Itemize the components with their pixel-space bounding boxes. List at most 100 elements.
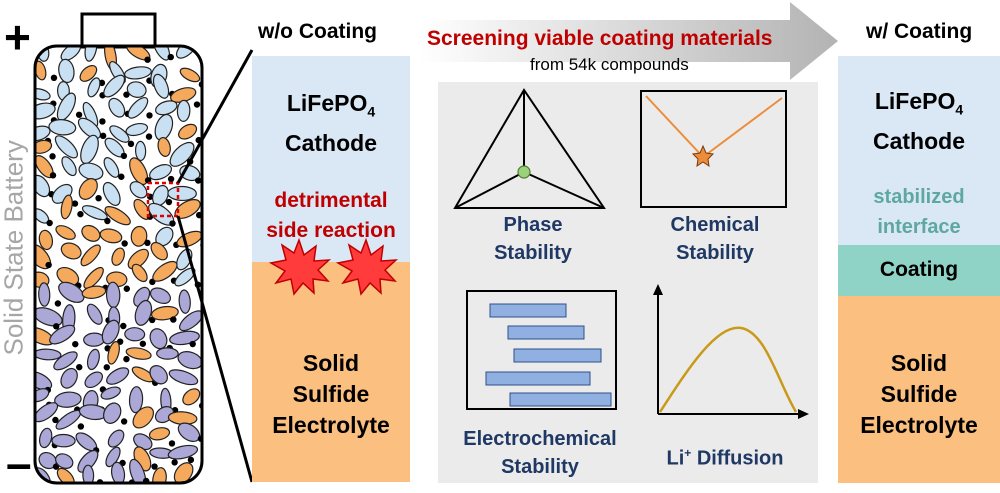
battery-particle: [124, 327, 146, 342]
voltage-window-bar: [513, 348, 602, 363]
battery-particle: [35, 139, 53, 154]
battery-particle: [129, 181, 148, 199]
battery-conductive-dot: [104, 217, 111, 225]
battery-particle: [149, 164, 173, 181]
battery-conductive-dot: [146, 112, 153, 119]
battery-particle: [81, 224, 101, 242]
battery-conductive-dot: [95, 194, 102, 202]
battery-illustration: [33, 12, 204, 485]
battery-conductive-dot: [76, 363, 83, 371]
battery-particle: [167, 185, 197, 202]
battery-particle: [168, 369, 199, 386]
battery-conductive-dot: [170, 316, 177, 323]
battery-particle: [107, 429, 125, 448]
battery-casing: [33, 44, 204, 485]
electrochemical-stability-diagram: [466, 290, 617, 410]
battery-conductive-dot: [120, 152, 128, 160]
battery-conductive-dot: [123, 285, 131, 292]
battery-particle: [53, 351, 78, 371]
positive-terminal-sign: +: [4, 11, 31, 63]
battery-particle: [54, 135, 79, 159]
battery-conductive-dot: [189, 340, 196, 348]
battery-particle: [182, 388, 201, 406]
battery-conductive-dot: [49, 153, 56, 160]
battery-particle: [102, 181, 121, 206]
battery-particle: [178, 123, 198, 140]
battery-particle: [83, 266, 104, 289]
battery-particle: [103, 74, 126, 98]
battery-particle: [149, 287, 172, 305]
stable-phase-point: [517, 165, 531, 179]
battery-conductive-dot: [77, 423, 85, 430]
battery-particle: [77, 449, 99, 473]
battery-particle: [35, 402, 59, 423]
side-reaction-label: detrimental side reaction: [266, 189, 396, 242]
burst-icon: [335, 237, 399, 296]
with-coating-header: w/ Coating: [866, 20, 973, 43]
li-diffusion-label: Li+ Diffusion: [666, 446, 784, 470]
battery-conductive-dot: [167, 175, 175, 183]
battery-conductive-dot: [171, 459, 178, 466]
battery-conductive-dot: [75, 111, 83, 118]
battery-conductive-dot: [151, 463, 158, 470]
battery-particle: [178, 289, 191, 314]
chemical-stability-diagram: [640, 90, 787, 208]
battery-conductive-dot: [168, 440, 176, 447]
side-reaction-bursts: [268, 237, 399, 296]
zoom-lines: [176, 49, 254, 483]
battery-particle: [51, 433, 76, 448]
battery-particle: [109, 125, 130, 143]
star-icon: [691, 144, 715, 168]
voltage-window-bar: [489, 303, 567, 318]
battery-conductive-dot: [144, 56, 151, 63]
battery-particle: [60, 367, 78, 389]
electrolyte-label-coated: Solid Sulfide Electrolyte: [860, 350, 978, 438]
battery-particle: [35, 307, 63, 327]
battery-particle: [38, 229, 54, 251]
battery-conductive-dot: [46, 219, 53, 227]
battery-conductive-dot: [72, 340, 79, 348]
battery-particle: [99, 228, 123, 244]
screening-title: Screening viable coating materials: [427, 27, 773, 50]
battery-particle: [129, 458, 147, 483]
battery-conductive-dot: [139, 340, 147, 347]
battery-particle: [86, 303, 103, 325]
battery-particle: [124, 66, 152, 80]
battery-particle: [48, 119, 77, 136]
battery-conductive-dot: [99, 132, 107, 140]
screening-subtitle: from 54k compounds: [530, 55, 689, 74]
battery-particle: [167, 444, 199, 460]
battery-conductive-dot: [169, 220, 176, 227]
battery-particle: [61, 156, 77, 177]
battery-particle: [179, 67, 201, 83]
voltage-window-bar: [485, 371, 591, 386]
li-diffusion-diagram: [653, 284, 809, 419]
battery-particle: [132, 406, 155, 429]
battery-particle: [108, 97, 126, 118]
battery-conductive-dot: [77, 210, 84, 218]
battery-conductive-dot: [99, 118, 106, 125]
battery-conductive-dot: [103, 364, 110, 371]
coating-layer: [838, 245, 1000, 296]
battery-particle: [156, 347, 179, 360]
battery-conductive-dot: [49, 172, 57, 179]
without-coating-header: w/o Coating: [258, 20, 377, 43]
screening-panel: [438, 82, 818, 483]
battery-conductive-dot: [120, 322, 127, 330]
battery-conductive-dot: [54, 300, 62, 307]
battery-conductive-dot: [71, 200, 79, 207]
battery-conductive-dot: [144, 239, 151, 247]
battery-particle: [38, 427, 53, 449]
battery-conductive-dot: [50, 74, 58, 82]
battery-particle: [127, 97, 149, 119]
battery-particle: [178, 310, 202, 332]
battery-conductive-dot: [127, 140, 135, 148]
battery-particle: [81, 285, 107, 299]
battery-particle: [103, 157, 120, 178]
diffusion-curve: [658, 326, 798, 413]
battery-conductive-dot: [193, 101, 201, 108]
cathode-layer-coated: [838, 56, 1000, 245]
